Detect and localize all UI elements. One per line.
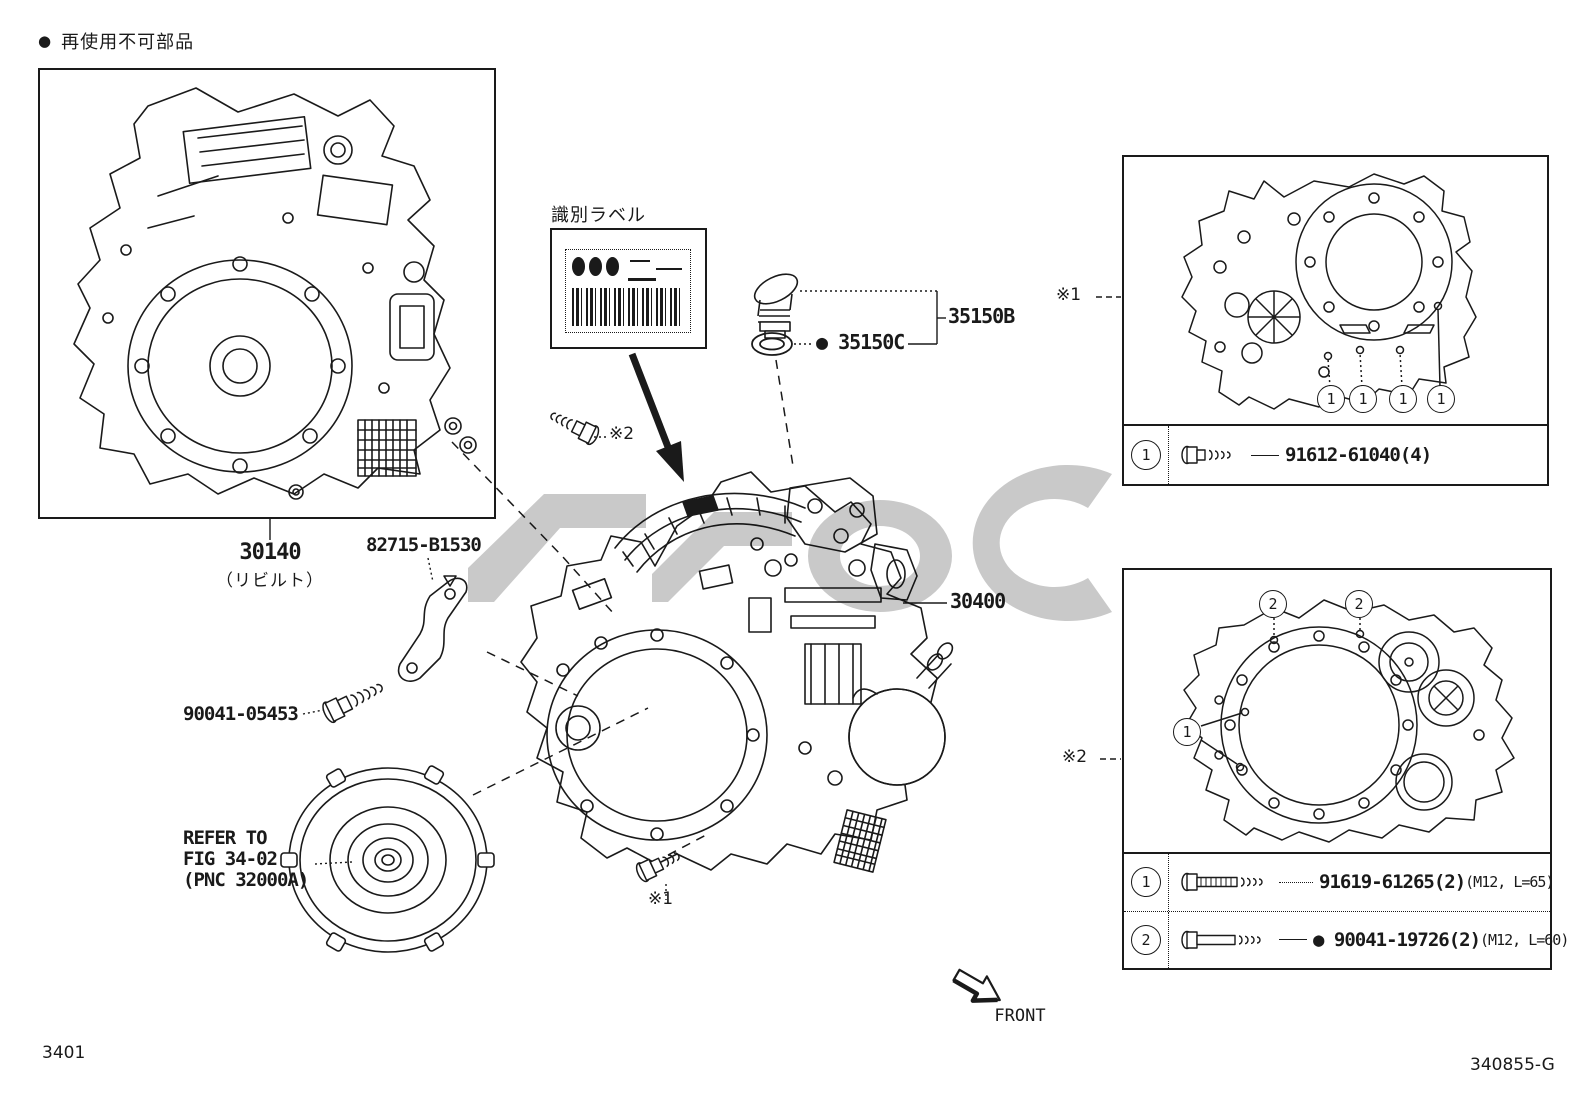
ref2-bolt-drawing (550, 412, 600, 446)
part-label-35150C: ● 35150C (816, 330, 905, 354)
bracket-drawing (397, 575, 468, 682)
callout-1-badge: 1 (1317, 385, 1345, 413)
callout-2-badge: 2 (1345, 590, 1373, 618)
ref-marker-2-box: ※2 (1062, 747, 1088, 767)
speed-sensor-drawing (753, 273, 799, 339)
ref1-parts-table: 1 91612-61040(4) (1124, 424, 1547, 484)
header-note: ● 再使用不可部品 (38, 28, 194, 54)
id-label-sticker (565, 249, 691, 333)
detail-box-ref2: 1 91619-61265(2) (M12, L=65) (1122, 568, 1569, 970)
case-side-view-drawing (1183, 599, 1515, 843)
refer-line-3: (PNC 32000A) (183, 869, 309, 891)
callout-1-badge: 1 (1427, 385, 1455, 413)
ref2-parts-table: 1 91619-61265(2) (M12, L=65) (1124, 852, 1569, 968)
callout-1-badge: 1 (1131, 440, 1161, 470)
part-label-35150B: 35150B (948, 304, 1015, 328)
barcode (572, 288, 682, 326)
table-row: 1 91619-61265(2) (M12, L=65) (1124, 854, 1555, 911)
reman-unit-box (38, 68, 496, 519)
figure-code: 340855-G (1470, 1055, 1555, 1075)
callout-1-badge: 1 (1131, 867, 1161, 898)
non-reusable-note-text: 再使用不可部品 (61, 32, 195, 53)
callout-1-badge: 1 (1389, 385, 1417, 413)
detail-box-ref1: 1 91612-61040(4) (1122, 155, 1549, 486)
part-spec: (M12, L=65) (1465, 873, 1554, 892)
ref-marker-1-center: ※1 (648, 889, 674, 909)
id-label-ovals (572, 257, 623, 280)
non-reusable-bullet-icon: ● (38, 32, 52, 50)
bolt-icon (1181, 873, 1263, 892)
part-label-30140: 30140 (239, 540, 301, 565)
part-number: ● 90041-19726(2) (1313, 928, 1481, 951)
id-label-title: 識別ラベル (551, 205, 646, 226)
ref-marker-1-box: ※1 (1056, 285, 1082, 305)
ref1-bolt-drawing (635, 852, 680, 883)
part-note-rebuilt: （リビルト） (216, 571, 324, 591)
refer-line-1: REFER TO (183, 827, 268, 849)
bolt-icon (1181, 930, 1261, 949)
bracket-bolt-drawing (322, 683, 383, 724)
leader-lines (269, 290, 1121, 900)
oring-drawing (751, 332, 793, 356)
torque-converter-drawing (280, 765, 495, 953)
case-rear-view-drawing (1181, 173, 1477, 410)
table-row: 2 ● 90041-19726(2) (M12, L=60) (1124, 910, 1569, 968)
table-row: 1 91612-61040(4) (1124, 426, 1547, 484)
id-label-arrow (628, 352, 684, 482)
front-arrow-icon (952, 968, 1001, 1003)
reman-transaxle-drawing (73, 87, 477, 500)
ref-marker-2-center: ※2 (609, 424, 635, 444)
callout-1-badge: 1 (1349, 385, 1377, 413)
part-label-30400: 30400 (950, 589, 1006, 613)
page-number: 3401 (42, 1043, 86, 1063)
part-number: 91619-61265(2) (1319, 871, 1466, 894)
callout-2-badge: 2 (1259, 590, 1287, 618)
watermark (468, 464, 1112, 621)
part-spec: (M12, L=60) (1480, 930, 1569, 949)
callout-1-badge: 1 (1173, 718, 1201, 746)
part-label-82715-B1530: 82715-B1530 (366, 534, 482, 556)
refer-note: REFER TO FIG 34-02 (PNC 32000A) (183, 827, 309, 891)
part-label-90041-05453: 90041-05453 (183, 703, 299, 725)
part-number: 91612-61040(4) (1285, 444, 1432, 466)
refer-line-2: FIG 34-02 (183, 848, 278, 870)
bolt-icon (1181, 445, 1231, 465)
id-label-box (550, 228, 707, 349)
callout-2-badge: 2 (1131, 924, 1161, 955)
construction-lines (451, 359, 794, 856)
front-label: FRONT (994, 1006, 1046, 1026)
